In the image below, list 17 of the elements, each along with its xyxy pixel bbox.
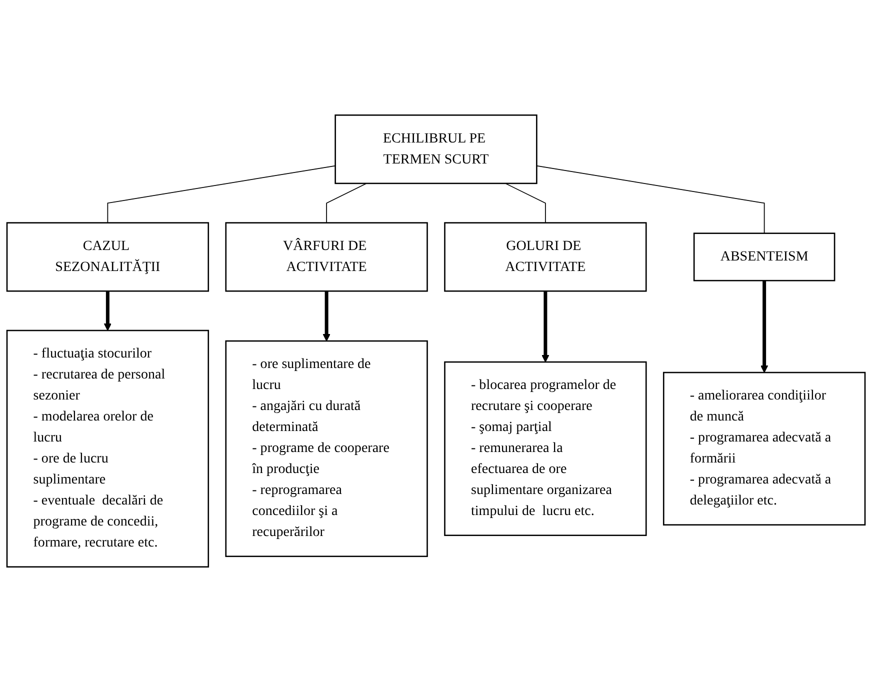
node-box: - fluctuaţia stocurilor - recrutarea de personal sezonier - modelarea orelor de lucru - ore de lucru suplimentare - eventuale decalări de programe de concedii, formare, recrutare etc. bbox=[6, 330, 210, 568]
arrow bbox=[104, 291, 112, 331]
node-box: CAZUL SEZONALITĂŢII bbox=[6, 222, 210, 292]
node-box: ABSENTEISM bbox=[693, 232, 836, 282]
connector bbox=[326, 182, 368, 224]
node-box: ECHILIBRUL PE TERMEN SCURT bbox=[334, 114, 538, 184]
arrow bbox=[322, 291, 330, 342]
node-box: VÂRFURI DE ACTIVITATE bbox=[225, 222, 428, 292]
arrow bbox=[542, 291, 550, 362]
node-box: - ore suplimentare de lucru - angajări cu durată determinată - programe de cooperare în producţie - reprogramarea concediilor şi a recuperărilor bbox=[225, 340, 428, 558]
connector bbox=[536, 165, 765, 234]
connector bbox=[107, 165, 336, 224]
arrow bbox=[760, 280, 768, 373]
node-box: - blocarea programelor de recrutare şi cooperare - şomaj parţial - remunerarea la efectuarea de ore suplimentare organizarea timpului de lucru etc. bbox=[444, 361, 647, 536]
connector bbox=[504, 182, 546, 224]
node-box: GOLURI DE ACTIVITATE bbox=[444, 222, 647, 292]
node-box: - ameliorarea condiţiilor de muncă - programarea adecvată a formării - programarea adecvată a delegaţiilor etc. bbox=[662, 372, 866, 526]
